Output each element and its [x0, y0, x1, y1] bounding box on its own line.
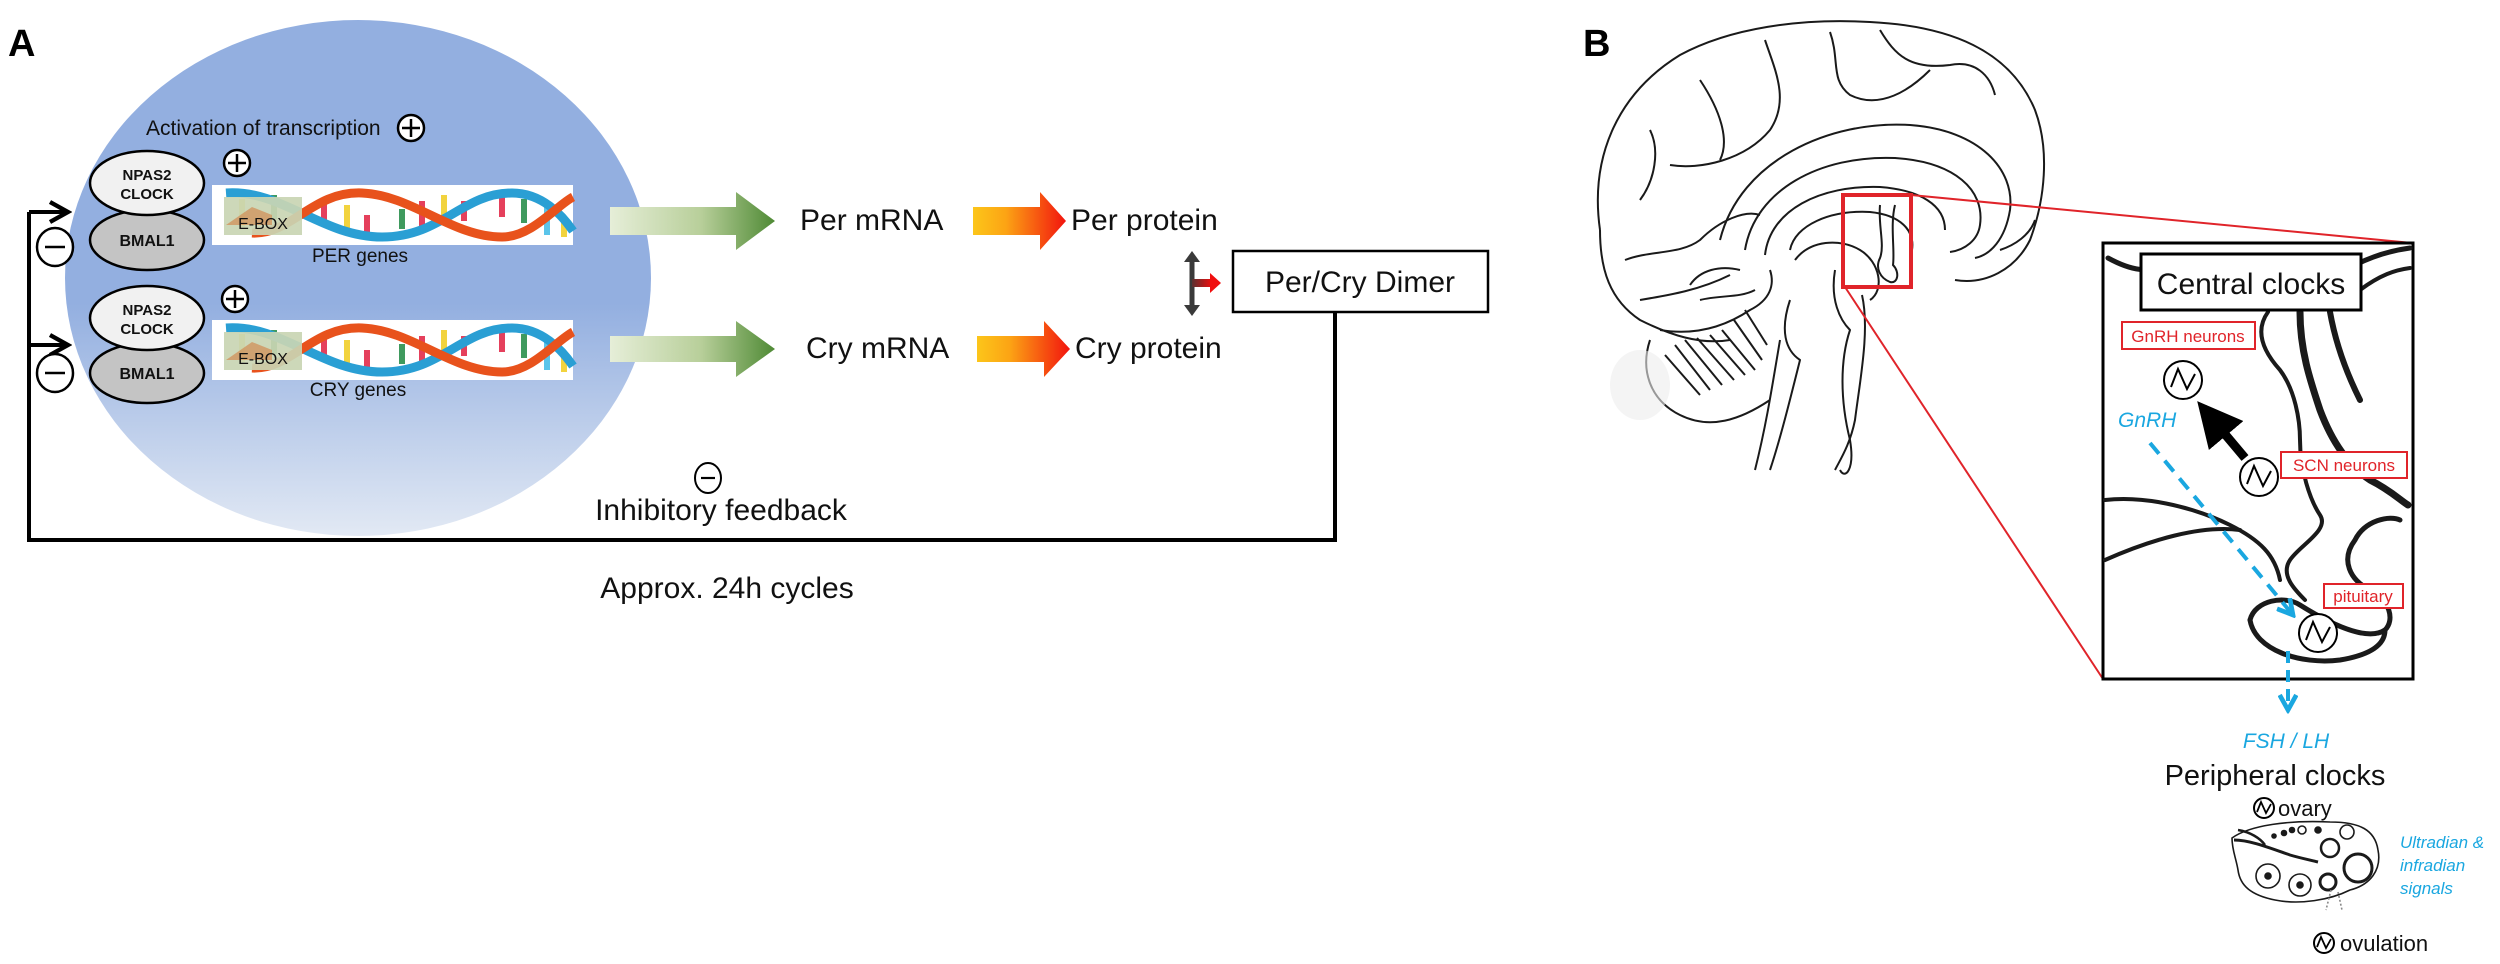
- scn-neurons-label: SCN neurons: [2293, 456, 2395, 475]
- dimerization-arrow: [1184, 251, 1221, 316]
- cry-mrna-label: Cry mRNA: [806, 332, 949, 365]
- translation-arrow: [973, 192, 1066, 250]
- pituitary-label: pituitary: [2333, 587, 2393, 606]
- per-genes-label: PER genes: [312, 246, 408, 267]
- ovary-sketch: [2231, 820, 2380, 911]
- fsh-lh-label: FSH / LH: [2243, 730, 2330, 753]
- scn-neurons-box: [2280, 451, 2408, 479]
- minus-icon: [35, 352, 75, 394]
- feedback-bracket: [27, 212, 1337, 542]
- inset-sketch: [2103, 245, 2413, 664]
- activation-plus-icon: [396, 113, 426, 143]
- dna-per: E-BOX: [212, 185, 573, 245]
- plus-icon: [220, 284, 250, 314]
- ebox-label: E-BOX: [238, 216, 288, 233]
- ovary-label: ovary: [2278, 796, 2332, 821]
- panel-a-label: A: [8, 23, 35, 65]
- signals-line-3: signals: [2400, 879, 2453, 898]
- signals-line-1: Ultradian &: [2400, 833, 2484, 852]
- plus-icon: [222, 148, 252, 178]
- signals-line-2: infradian: [2400, 856, 2465, 875]
- clock-label: CLOCK: [120, 186, 173, 203]
- hypothalamus-sketch: [1877, 204, 1899, 284]
- transcription-arrow: [610, 321, 775, 377]
- zoom-connector-top: [1910, 194, 2413, 244]
- nucleus: [65, 20, 651, 536]
- per-protein-label: Per protein: [1071, 204, 1218, 237]
- peripheral-clocks-label: Peripheral clocks: [2165, 760, 2386, 792]
- pituitary-box: [2323, 583, 2404, 609]
- pituitary-oscillator-icon: [2298, 613, 2338, 653]
- gnrh-label: GnRH: [2118, 409, 2177, 432]
- panel-b-label: B: [1583, 23, 1610, 65]
- per-mrna-label: Per mRNA: [800, 204, 943, 237]
- translation-arrow: [977, 321, 1070, 377]
- feedback-minus-icon: [694, 462, 722, 494]
- gnrh-neurons-label: GnRH neurons: [2131, 327, 2244, 346]
- transcription-arrow: [610, 192, 775, 250]
- ovulation-oscillator-icon: [2313, 932, 2335, 954]
- minus-icon: [35, 226, 75, 268]
- npas2-clock-ellipse: [88, 284, 206, 352]
- ovulation-label: ovulation: [2340, 931, 2428, 956]
- npas2-label: NPAS2: [123, 167, 172, 184]
- shading: [1610, 350, 1670, 420]
- complex-cry: NPAS2 CLOCK BMAL1: [88, 284, 206, 405]
- scn-oscillator-icon: [2239, 457, 2279, 497]
- dna-cry: E-BOX: [212, 320, 573, 380]
- bmal1-label: BMAL1: [119, 233, 174, 250]
- signals-label: Ultradian & infradian signals: [2400, 833, 2484, 898]
- central-clocks-box: [2139, 252, 2363, 312]
- complex-per: NPAS2 CLOCK BMAL1: [88, 149, 206, 272]
- feedback-label: Inhibitory feedback: [595, 494, 848, 527]
- gnrh-oscillator-icon: [2163, 360, 2203, 400]
- zoom-connector-bottom: [1844, 286, 2104, 680]
- activation-label: Activation of transcription: [146, 117, 381, 140]
- clock-label: CLOCK: [120, 321, 173, 338]
- npas2-label: NPAS2: [123, 302, 172, 319]
- scn-to-gnrh-arrow: [2197, 401, 2249, 461]
- ovary-oscillator-icon: [2253, 797, 2275, 819]
- bmal1-label: BMAL1: [119, 366, 174, 383]
- gnrh-release-arrow: [2148, 441, 2293, 615]
- brain-sketch: [1596, 20, 2046, 475]
- cycle-label: Approx. 24h cycles: [600, 572, 853, 605]
- dimer-box: [1231, 249, 1490, 314]
- gnrh-neurons-box: [2121, 321, 2256, 350]
- npas2-clock-ellipse: [88, 149, 206, 217]
- dimer-label: Per/Cry Dimer: [1265, 266, 1455, 299]
- ebox-label: E-BOX: [238, 351, 288, 368]
- cry-genes-label: CRY genes: [310, 380, 406, 401]
- zoom-region-box: [1841, 193, 1913, 289]
- cry-protein-label: Cry protein: [1075, 332, 1222, 365]
- central-clocks-label: Central clocks: [2157, 268, 2345, 301]
